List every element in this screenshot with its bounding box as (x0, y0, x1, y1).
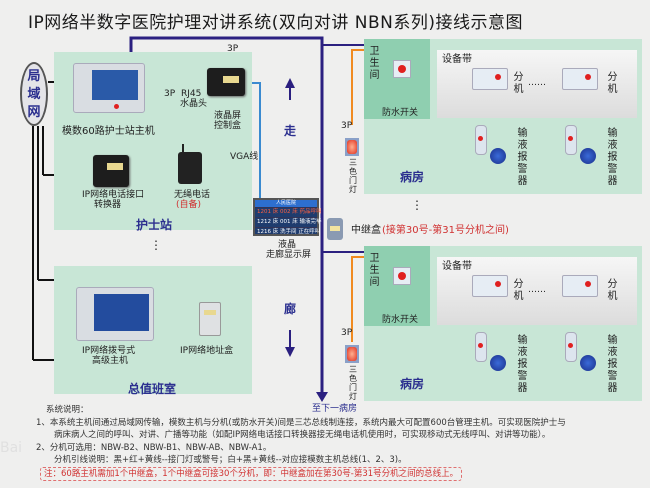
corridor-bottom-label: 廊 (284, 302, 297, 316)
waterproof-switch-label: 防水开关 (382, 315, 419, 325)
waterproof-switch-device (393, 60, 411, 78)
door-lamp-3p-label: 3P (341, 121, 353, 131)
system-notes: 系统说明： 1、本系统主机间通过局域网传输，模数主机与分机(或防水开关)间是三芯… (36, 404, 566, 481)
extension-label: 分机 (513, 279, 524, 302)
nurse-station-label: 护士站 (136, 218, 173, 232)
corridor-up-arrowhead (285, 78, 295, 88)
cordless-phone-note: (自备) (176, 200, 202, 210)
infusion-alarm-label: 输液报警器 (517, 128, 528, 187)
bathroom-label: 卫生间 (369, 253, 380, 288)
bathroom-lower (364, 246, 430, 326)
door-lamp-label: 三色门灯 (349, 158, 357, 194)
extension-label: 分机 (607, 279, 618, 302)
bed-handset (475, 125, 487, 155)
corridor-top-label: 走 (284, 124, 297, 138)
notes-heading: 系统说明： (46, 405, 89, 415)
page-title: IP网络半数字医院护理对讲系统(双向对讲 NBN系列)接线示意图 (28, 13, 524, 33)
door-lamp-label: 三色门灯 (349, 365, 357, 401)
main-bus (129, 36, 324, 397)
extension-unit (472, 275, 508, 297)
master-label-1: IP网络拨号式 (82, 346, 136, 356)
corridor-display-screen: 人民医院 1201 床 002 床 药品呼叫 1212 床 001 床 输液完毕… (253, 198, 322, 236)
equipment-band-lower (437, 257, 637, 325)
infusion-alarm-label: 输液报警器 (607, 128, 618, 187)
ward-room-label: 病房 (400, 377, 425, 391)
bus-3p-label: 3P (227, 44, 239, 54)
waterproof-switch-device (393, 267, 411, 285)
display-row: 1212 床 001 床 输液完毕 (255, 217, 322, 225)
infusion-alarm-device (580, 148, 596, 164)
rj45-label-1: RJ45 (181, 89, 202, 99)
notes-line-1: 1、本系统主机间通过局域网传输，模数主机与分机(或防水开关)间是三芯总线制连接，… (36, 417, 566, 428)
converter-label-1: IP网络电话接口 (82, 190, 145, 200)
display-header: 人民医院 (255, 200, 317, 207)
equipment-band-upper (437, 50, 637, 118)
vga-label: VGA线 (230, 152, 259, 162)
infusion-alarm-device (490, 355, 506, 371)
ellipsis-vertical-1: ⋮ (150, 238, 162, 252)
door-lamp-device (345, 345, 359, 363)
notes-line-1b: 病床病人之间的呼叫、对讲、广播等功能（如配IP网络电话接口转换器接无绳电话机使用… (54, 430, 551, 440)
infusion-alarm-label: 输液报警器 (607, 335, 618, 394)
extension-unit (472, 68, 508, 90)
lan-ellipse: 局域网 (20, 62, 48, 126)
waterproof-switch-label: 防水开关 (382, 108, 419, 118)
ip-address-box-device (199, 302, 221, 336)
relay-box (327, 218, 343, 240)
extension-ellipsis: …… (528, 78, 546, 88)
nurse-station-host-device (73, 63, 145, 113)
rj45-label-2: 水晶头 (180, 99, 208, 109)
extension-unit (562, 275, 598, 297)
equipment-band-label: 设备带 (442, 261, 472, 272)
lcd-ctrl-label-1: 液晶屏 (214, 111, 242, 121)
ward-room-label: 病房 (400, 170, 425, 184)
master-label-2: 高级主机 (92, 356, 129, 366)
extension-label: 分机 (607, 72, 618, 95)
lcd-control-box (207, 68, 245, 96)
bed-handset (565, 125, 577, 155)
extension-ellipsis: …… (528, 285, 546, 295)
infusion-alarm-label: 输液报警器 (517, 335, 528, 394)
relay-label: 中继盒 (351, 225, 381, 236)
infusion-alarm-device (580, 355, 596, 371)
lcd-ctrl-label-2: 控制盒 (214, 121, 242, 131)
dialing-master-device (76, 287, 154, 341)
extension-label: 分机 (513, 72, 524, 95)
ip-phone-converter (93, 155, 129, 187)
cordless-phone-label: 无绳电话 (174, 190, 211, 200)
cable-3p-label: 3P (164, 89, 176, 99)
display-label-2: 走廊显示屏 (266, 250, 312, 260)
address-box-label: IP网络地址盒 (180, 346, 234, 356)
display-label-1: 液晶 (278, 240, 297, 250)
to-next-ward-label: 至下一病房 (312, 404, 358, 414)
converter-label-2: 转换器 (94, 200, 122, 210)
relay-note: (接第30号-第31号分机之间) (382, 225, 509, 236)
bathroom-label: 卫生间 (369, 46, 380, 81)
cordless-phone-device (178, 144, 202, 184)
display-row: 1201 床 002 床 药品呼叫 (255, 207, 322, 215)
ellipsis-vertical-2: ⋮ (411, 198, 423, 212)
corridor-down-arrowhead (285, 347, 295, 357)
door-lamp-3p-label: 3P (341, 328, 353, 338)
equipment-band-label: 设备带 (442, 54, 472, 65)
bathroom-upper (364, 39, 430, 119)
notes-line-2: 2、分机可选用：NBW-B2、NBW-B1、NBW-AB、NBW-A1。 (36, 442, 272, 453)
duty-room-label: 总值班室 (128, 382, 177, 396)
bed-handset (565, 332, 577, 362)
display-row: 1216 床 洗手间 正在呼叫 (255, 227, 321, 235)
notes-warning: 注：60路主机需加1个中继盒，1个中继盒可接30个分机，即：中继盒加在第30号-… (40, 466, 463, 481)
extension-unit (562, 68, 598, 90)
notes-line-2b: 分机引线说明：黑+红+黄线--接门灯或警号；白+黑+黄线--对应接模数主机总线(… (54, 455, 407, 465)
bed-handset (475, 332, 487, 362)
host-label: 模数60路护士站主机 (62, 126, 155, 137)
watermark: Bai (0, 440, 23, 456)
door-lamp-device (345, 138, 359, 156)
bus-down-arrow (316, 392, 328, 402)
infusion-alarm-device (490, 148, 506, 164)
